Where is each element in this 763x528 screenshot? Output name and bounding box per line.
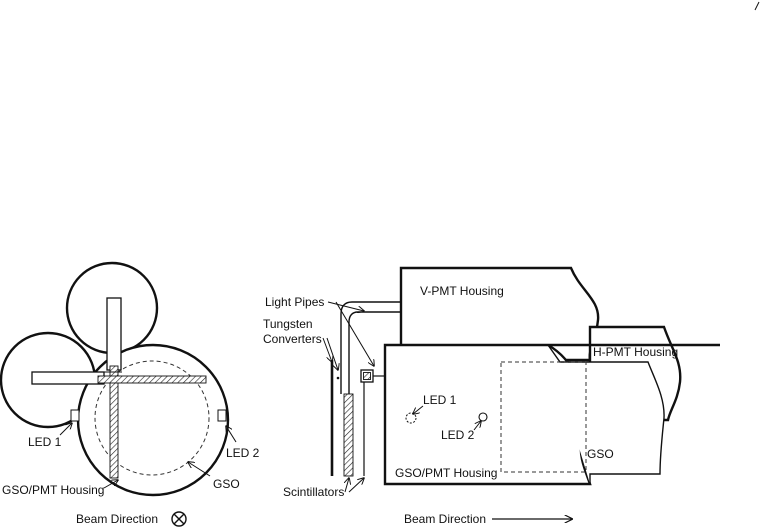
right-led1-symbol: [405, 412, 417, 424]
left-gso-arrow: [188, 462, 211, 477]
right-led1-arrow: [413, 405, 424, 414]
gso-dashed-rect: [500, 361, 587, 473]
left-housing-label: GSO/PMT Housing: [2, 483, 104, 497]
h-pmt-label: H-PMT Housing: [593, 345, 678, 359]
converter-dot: [336, 376, 340, 380]
scintillators-arrow-1: [345, 478, 349, 493]
gso-dashed-circle: [94, 360, 210, 476]
light-pipes-arrow-2: [335, 301, 374, 366]
left-gso-label: GSO: [213, 477, 240, 491]
left-cross-section: LED 1 LED 2 GSO GSO/PMT Housing Beam Dir…: [0, 261, 260, 527]
light-pipe-outer: [340, 301, 401, 394]
scintillators-arrow-2: [348, 478, 364, 493]
tungsten-label: Tungsten: [263, 317, 313, 331]
horizontal-scintillator-bar: [97, 375, 207, 384]
left-led2-arrow: [226, 426, 237, 443]
horizontal-light-guide: [31, 371, 105, 385]
corner-mark: [754, 1, 760, 11]
right-housing-label: GSO/PMT Housing: [395, 466, 497, 480]
right-led2-arrow: [473, 421, 481, 431]
light-pipes-arrow-1: [327, 301, 364, 311]
circled-x-icon: [171, 511, 187, 527]
right-beam-label: Beam Direction: [404, 512, 486, 526]
converters-arrow-2: [326, 337, 338, 370]
v-pmt-label: V-PMT Housing: [420, 284, 504, 298]
converters-arrow-1: [322, 337, 332, 362]
housing-extension: [547, 344, 665, 484]
converters-label: Converters: [263, 332, 322, 346]
scintillators-label: Scintillators: [283, 485, 344, 499]
light-pipes-label: Light Pipes: [265, 295, 324, 309]
vertical-scintillator-bar: [109, 365, 119, 479]
right-led1-label: LED 1: [423, 393, 457, 407]
left-led2-label: LED 2: [226, 446, 260, 460]
led1-box: [70, 409, 80, 422]
left-led1-arrow: [59, 423, 72, 436]
right-led2-symbol: [478, 412, 488, 422]
housing-circle: [76, 343, 230, 497]
right-side-view: Light Pipes Tungsten Converters V-PMT Ho…: [263, 266, 720, 526]
right-gso-label: GSO: [587, 447, 614, 461]
left-housing-arrow: [103, 480, 118, 489]
left-beam-label: Beam Direction: [76, 512, 158, 526]
pipe-square-inner: [363, 372, 371, 380]
vertical-light-guide: [106, 297, 122, 371]
right-led2-label: LED 2: [441, 428, 475, 442]
left-led1-label: LED 1: [28, 435, 62, 449]
led2-box: [217, 409, 227, 422]
side-scintillator-bar: [343, 393, 354, 477]
